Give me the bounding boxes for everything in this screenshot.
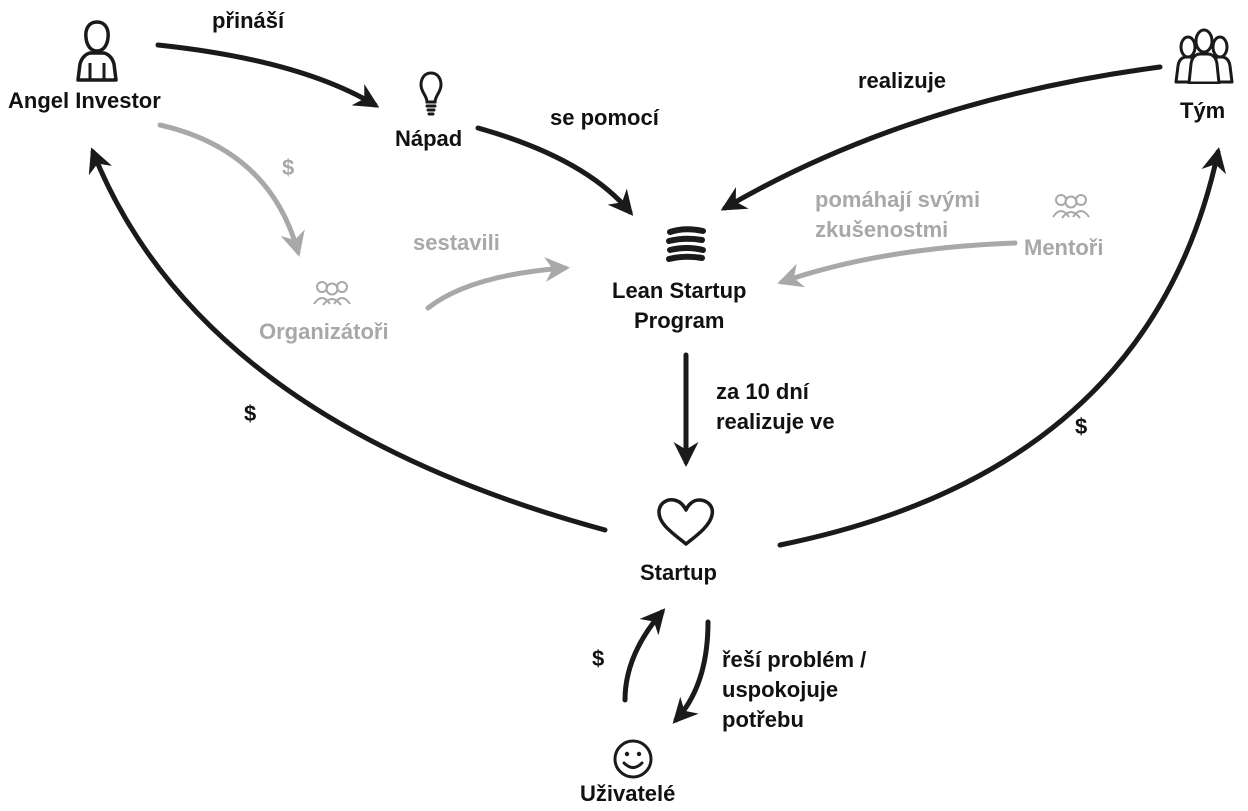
edge-label-dollar-users: $ xyxy=(592,646,605,671)
edge-label-pomahaji: pomáhají svými zkušenostmi xyxy=(815,187,981,242)
node-tym: Tým xyxy=(1180,98,1226,123)
program-stack-icon xyxy=(666,226,706,262)
edge-label-sestavili: sestavili xyxy=(413,230,500,255)
mentors-group-icon xyxy=(1052,194,1090,219)
edge-label-za-10-dni: za 10 dní realizuje ve xyxy=(716,379,835,434)
edge-label-dollar-investor: $ xyxy=(244,401,257,426)
edge-label-se-pomoci: se pomocí xyxy=(550,105,659,130)
arrow-napad-to-program xyxy=(475,125,634,216)
arrow-startup-to-tym xyxy=(777,147,1227,548)
arrow-organizatori-to-program xyxy=(425,257,570,311)
edge-label-dollar-tym: $ xyxy=(1075,414,1088,439)
edge-label-realizuje: realizuje xyxy=(858,68,947,93)
arrow-startup-to-uzivatele xyxy=(672,619,711,724)
heart-icon xyxy=(657,498,715,546)
edge-label-prinasi: přináší xyxy=(212,8,285,33)
arrow-mentori-to-program xyxy=(777,240,1018,288)
organizers-group-icon xyxy=(313,281,351,306)
arrow-investor-to-napad xyxy=(155,42,380,108)
arrow-investor-to-organizatori xyxy=(157,122,305,257)
node-napad: Nápad xyxy=(395,126,463,151)
smiley-icon xyxy=(613,739,653,779)
edge-label-dollar-organizers: $ xyxy=(282,155,295,180)
arrow-uzivatele-to-startup xyxy=(622,608,666,703)
node-mentori: Mentoři xyxy=(1024,235,1104,260)
node-lean-startup-program: Lean Startup Program xyxy=(612,278,747,333)
edge-label-resi-problem: řeší problém / uspokojuje potřebu xyxy=(722,647,867,732)
node-organizatori: Organizátoři xyxy=(259,319,389,344)
node-angel-investor: Angel Investor xyxy=(8,88,161,113)
lightbulb-icon xyxy=(419,71,443,116)
person-icon xyxy=(76,20,118,82)
arrow-tym-to-program xyxy=(720,64,1163,211)
node-uzivatele: Uživatelé xyxy=(580,781,676,806)
arrow-startup-to-investor xyxy=(88,147,608,533)
team-icon xyxy=(1174,28,1234,84)
node-startup: Startup xyxy=(640,560,717,585)
